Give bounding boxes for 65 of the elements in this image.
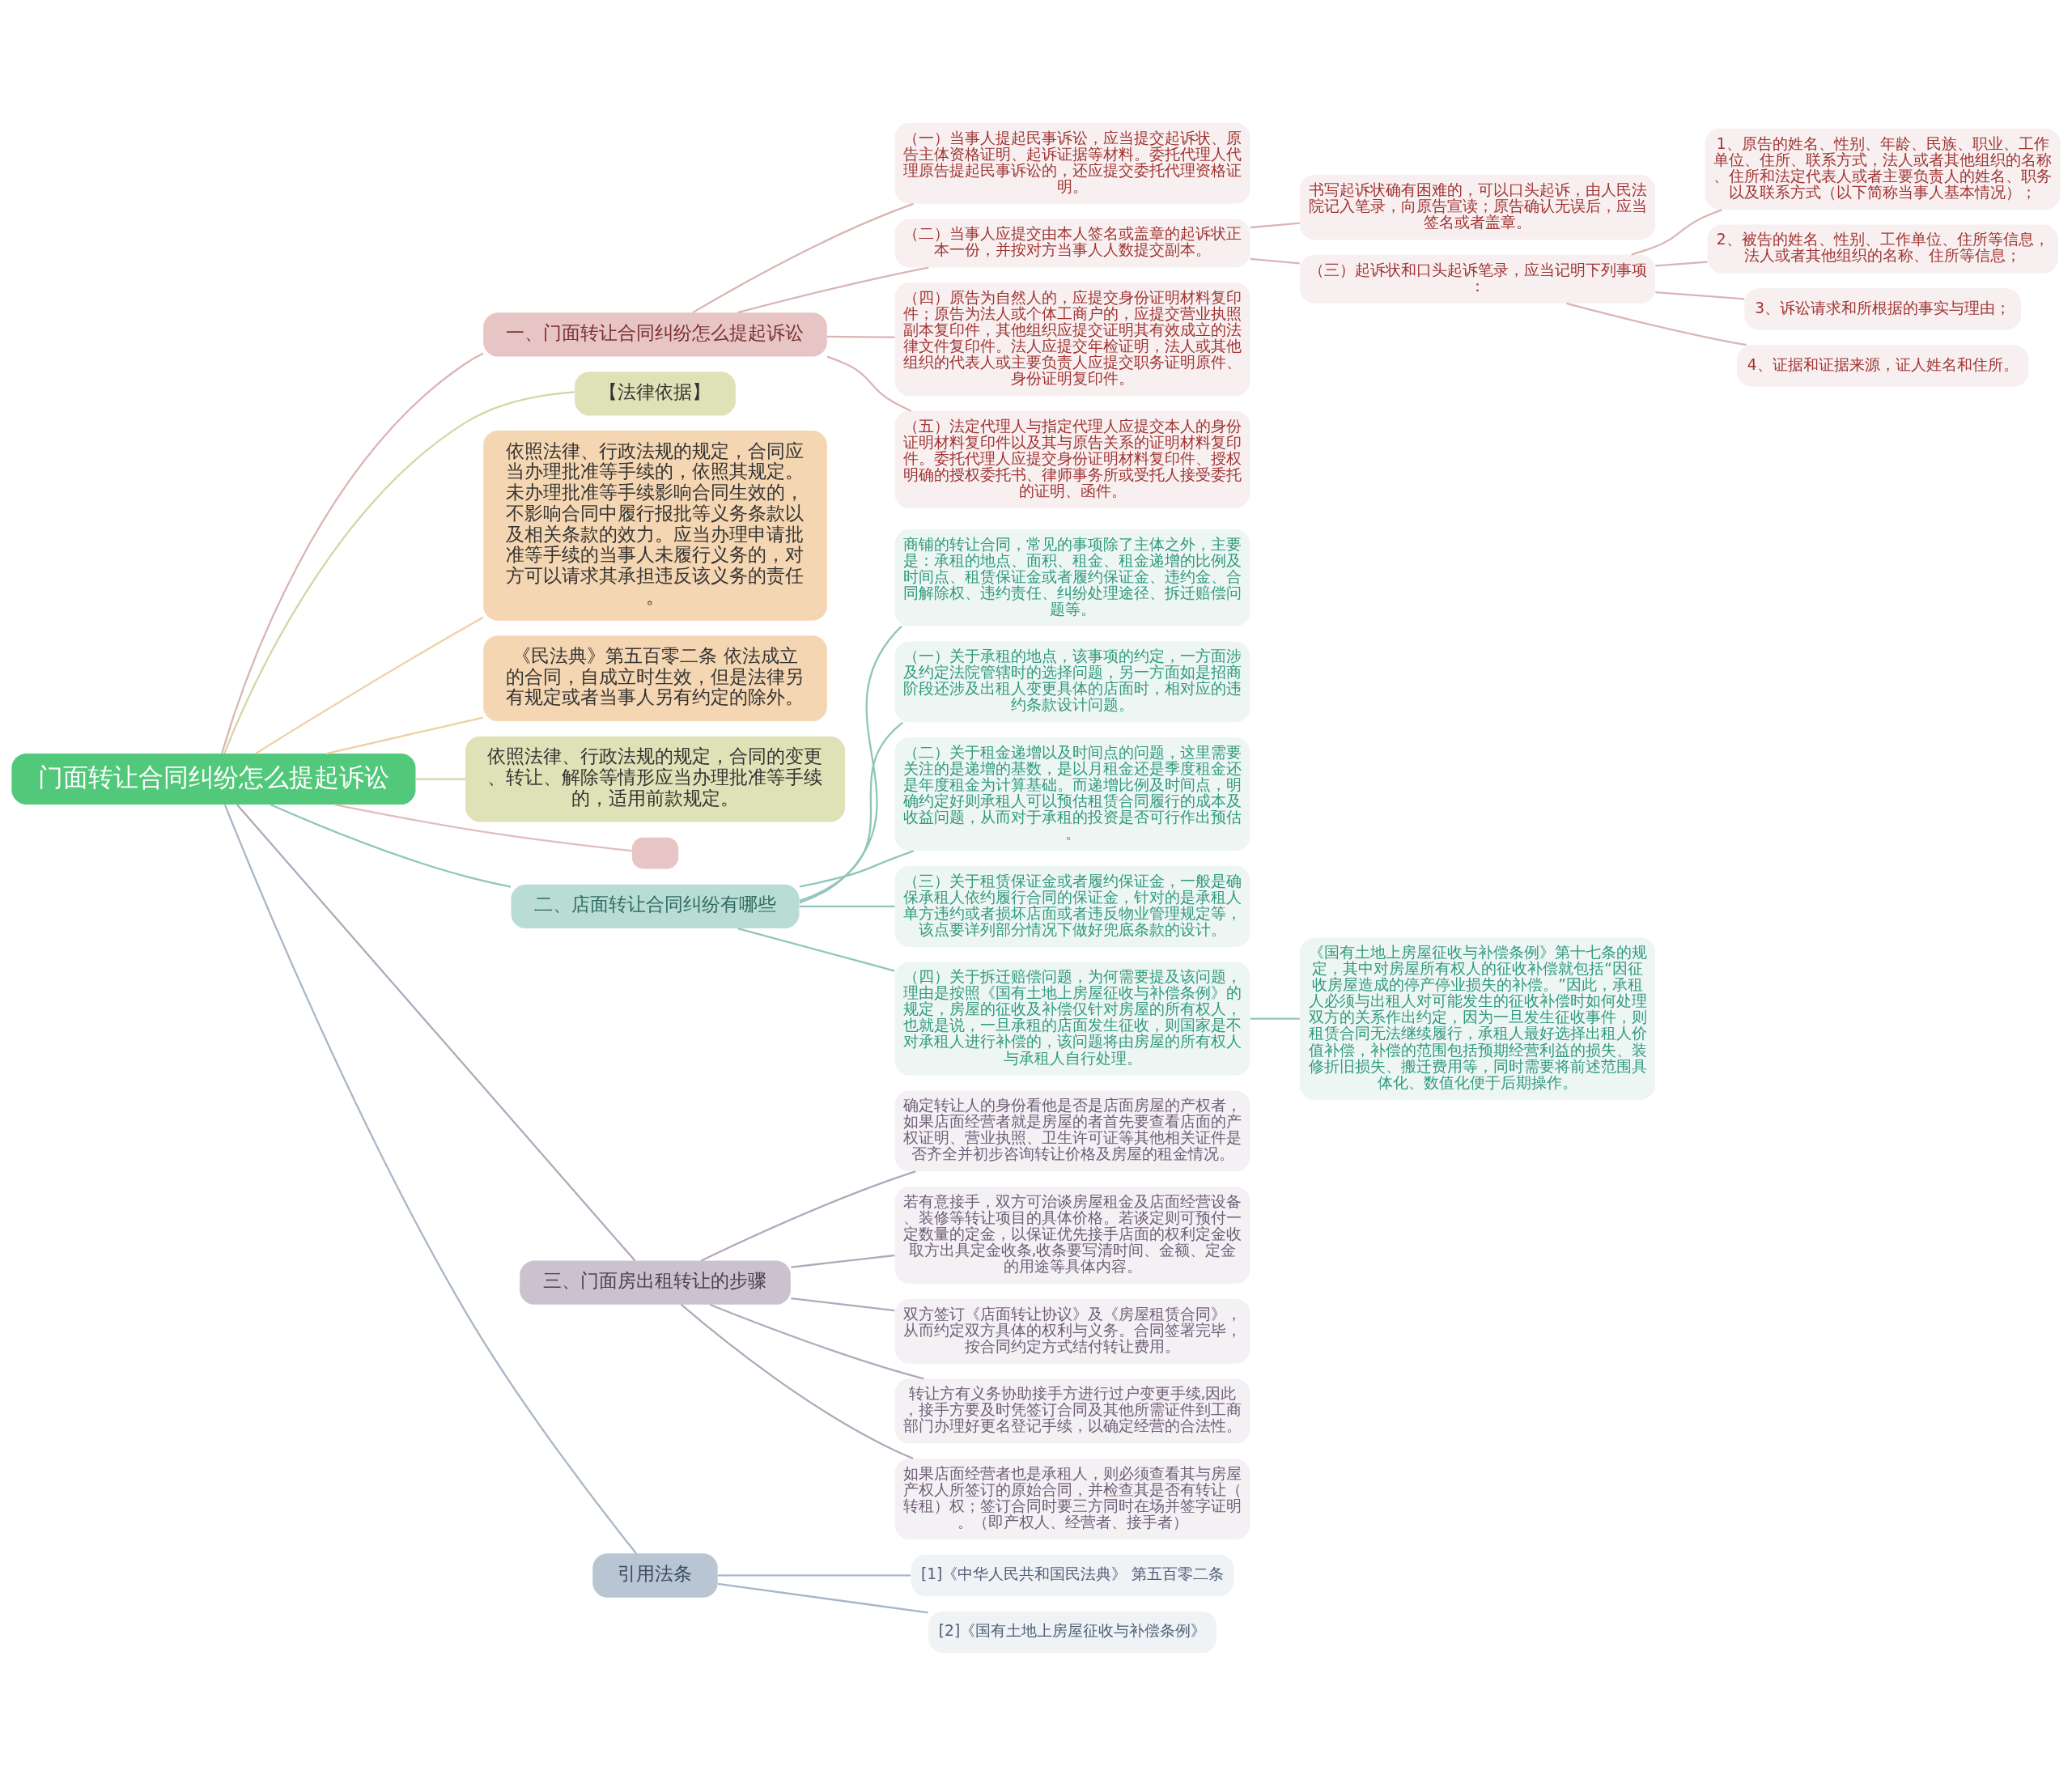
connector [1655,291,1745,299]
connector [718,1573,911,1577]
connector [415,777,465,780]
node-box: 三、门面房出租转让的步骤 [520,1260,791,1305]
connector [255,616,484,754]
connector [334,803,632,851]
connector [700,1170,916,1261]
node-box: [1]《中华人民共和国民法典》 第五百零二条 [911,1554,1234,1596]
node-box [631,837,679,868]
connector [799,721,904,902]
node-box: 二、店面转让合同纠纷有哪些 [511,884,800,928]
connector [1631,208,1723,256]
connector [1250,1017,1300,1020]
connector [270,803,512,888]
node-box: （二）关于租金递增以及时间点的问题，这里需要关注的是递增的基数，是以月租金还是季度租金还是年度租金为计算基础。而递增比例及时间点，明确约定好则承租人可以预估租赁合同履行的成本及收益问题，从而对于承租的投资是否可行作出预估。 [894,737,1250,851]
connector [236,804,636,1261]
node-box: 【法律依据】 [575,371,736,416]
connector [799,625,902,903]
node-box: 1、原告的姓名、性别、年龄、民族、职业、工作单位、住所、联系方式，法人或者其他组织的名称、住所和法定代表人或者主要负责人的姓名、职务以及联系方式（以下简称当事人基本情况）； [1705,128,2061,210]
node-box: 双方签订《店面转让协议》及《房屋租赁合同》，从而约定双方具体的权利与义务。合同签署完毕，按合同约定方式结付转让费用。 [894,1298,1250,1364]
connector [221,352,484,754]
connector [799,905,895,907]
connector [717,1582,928,1613]
node-box: （三）关于租赁保证金或者履约保证金，一般是确保承租人依约履行合同的保证金，针对的是承租人单方违约或者损坏店面或者违反物业管理规定等，该点要详列部分情况下做好兜底条款的设计。 [894,865,1250,947]
node-box: （四）关于拆迁赔偿问题，为何需要提及该问题，理由是按照《国有土地上房屋征收与补偿条例》的规定，房屋的征收及补偿仅针对房屋的所有权人，也就是说，一旦承租的店面发生征收，则国家是不对承租人进行补偿的，该问题将由房屋的所有权人与承租人自行处理。 [894,962,1250,1076]
node-box: 2、被告的姓名、性别、工作单位、住所等信息，法人或者其他组织的名称、住所等信息； [1707,224,2058,274]
node-box: 4、证据和证据来源，证人姓名和住所。 [1736,344,2029,387]
node-box: （二）当事人应提交由本人签名或盖章的起诉状正本一份，并按对方当事人人数提交副本。 [894,218,1250,267]
connector [791,1254,895,1268]
connector [223,390,575,754]
connector [737,927,895,972]
connector [692,202,914,313]
connector [1655,261,1708,267]
node-box: 如果店面经营者也是承租人，则必须查看其与房屋产权人所签订的原始合同，并检查其是否有转让（转租）权；签订合同时要三方同时在场并签字证明。（即产权人、经营者、接手者） [894,1458,1250,1539]
node-box: （四）原告为自然人的，应提交身份证明材料复印件；原告为法人或个体工商户的，应提交营业执照副本复印件，其他组织应提交证明其有效成立的法律文件复印件。法人应提交年检证明，法人或其他组织的代表人或主要负责人应提交职务证明原件、身份证明复印件。 [894,282,1250,396]
connector [826,355,912,412]
connector [791,1297,895,1311]
node-box: 3、诉讼请求和所根据的事实与理由； [1744,287,2021,330]
node-box: 商铺的转让合同，常见的事项除了主体之外，主要是：承租的地点、面积、租金、租金递增的比例及时间点、租赁保证金或者履约保证金、违约金、合同解除权、违约责任、纠纷处理途径、拆迁赔偿问题等。 [894,529,1250,626]
node-box: （一）关于承租的地点，该事项的约定，一方面涉及约定法院管辖时的选择问题，另一方面如是招商阶段还涉及出租人变更具体的店面时，相对应的违约条款设计问题。 [894,640,1250,722]
node-box: 《民法典》第五百零二条 依法成立的合同，自成立时生效，但是法律另有规定或者当事人另有约定的除外。 [483,635,827,721]
node-box: 引用法条 [592,1552,718,1598]
connector [1250,257,1300,264]
connector [1566,302,1747,346]
node-box: 依照法律、行政法规的规定，合同应当办理批准等手续的，依照其规定。未办理批准等手续影响合同生效的，不影响合同中履行报批等义务条款以及相关条款的效力。应当办理申请批准等手续的当事人未履行义务的，对方可以请求其承担违反该义务的责任。 [483,430,827,621]
node-box: [2]《国有土地上房屋征收与补偿条例》 [928,1611,1217,1653]
node-box: 转让方有义务协助接手方进行过户变更手续,因此，接手方要及时凭签订合同及其他所需证件到工商部门办理好更名登记手续，以确定经营的合法性。 [894,1378,1250,1443]
node-box: （一）当事人提起民事诉讼，应当提交起诉状、原告主体资格证明、起诉证据等材料。委托代理人代理原告提起民事诉讼的，还应提交委托代理资格证明。 [894,122,1250,204]
node-box: （五）法定代理人与指定代理人应提交本人的身份证明材料复印件以及其与原告关系的证明材料复印件。委托代理人应提交身份证明材料复印件、授权明确的授权委托书、律师事务所或受托人接受委托的证明、函件。 [894,410,1250,508]
connector [325,716,483,754]
connector [737,265,929,313]
connector [1250,221,1300,228]
node-box: 一、门面转让合同纠纷怎么提起诉讼 [483,312,827,357]
connector [681,1303,914,1459]
node-box: 门面转让合同纠纷怎么提起诉讼 [11,753,416,805]
node-box: 若有意接手，双方可治谈房屋租金及店面经营设备、装修等转让项目的具体价格。若谈定则可预付一定数量的定金，以保证优先接手店面的权利定金收取方出具定金收条,收条要写清时间、金额、定金的用途等具体内容。 [894,1186,1250,1284]
connector [709,1303,924,1379]
node-box: 书写起诉状确有困难的，可以口头起诉，由人民法院记入笔录，向原告宣读；原告确认无误后，应当签名或者盖章。 [1300,174,1656,240]
connector [799,849,914,888]
node-box: 确定转让人的身份看他是否是店面房屋的产权者，如果店面经营者就是房屋的者首先要查看店面的产权证明、营业执照、卫生许可证等其他相关证件是否齐全并初步咨询转让价格及房屋的租金情况。 [894,1089,1250,1171]
connector [223,804,637,1554]
connector [827,335,895,338]
node-box: 依照法律、行政法规的规定，合同的变更、转让、解除等情形应当办理批准等手续的，适用前款规定。 [465,736,846,822]
node-box: 《国有土地上房屋征收与补偿条例》第十七条的规定，其中对房屋所有权人的征收补偿就包括“因征收房屋造成的停产停业损失的补偿。”因此，承租人必须与出租人对可能发生的征收补偿时如何处理双方的关系作出约定，因为一旦发生征收事件，则租赁合同无法继续履行，承租人最好选择出租人价值补偿，补偿的范围包括预期经营利益的损失、装修折旧损失、搬迁费用等，同时需要将前述范围具体化、数值化便于后期操作。 [1300,937,1656,1100]
node-box: （三）起诉状和口头起诉笔录，应当记明下列事项： [1300,254,1656,304]
